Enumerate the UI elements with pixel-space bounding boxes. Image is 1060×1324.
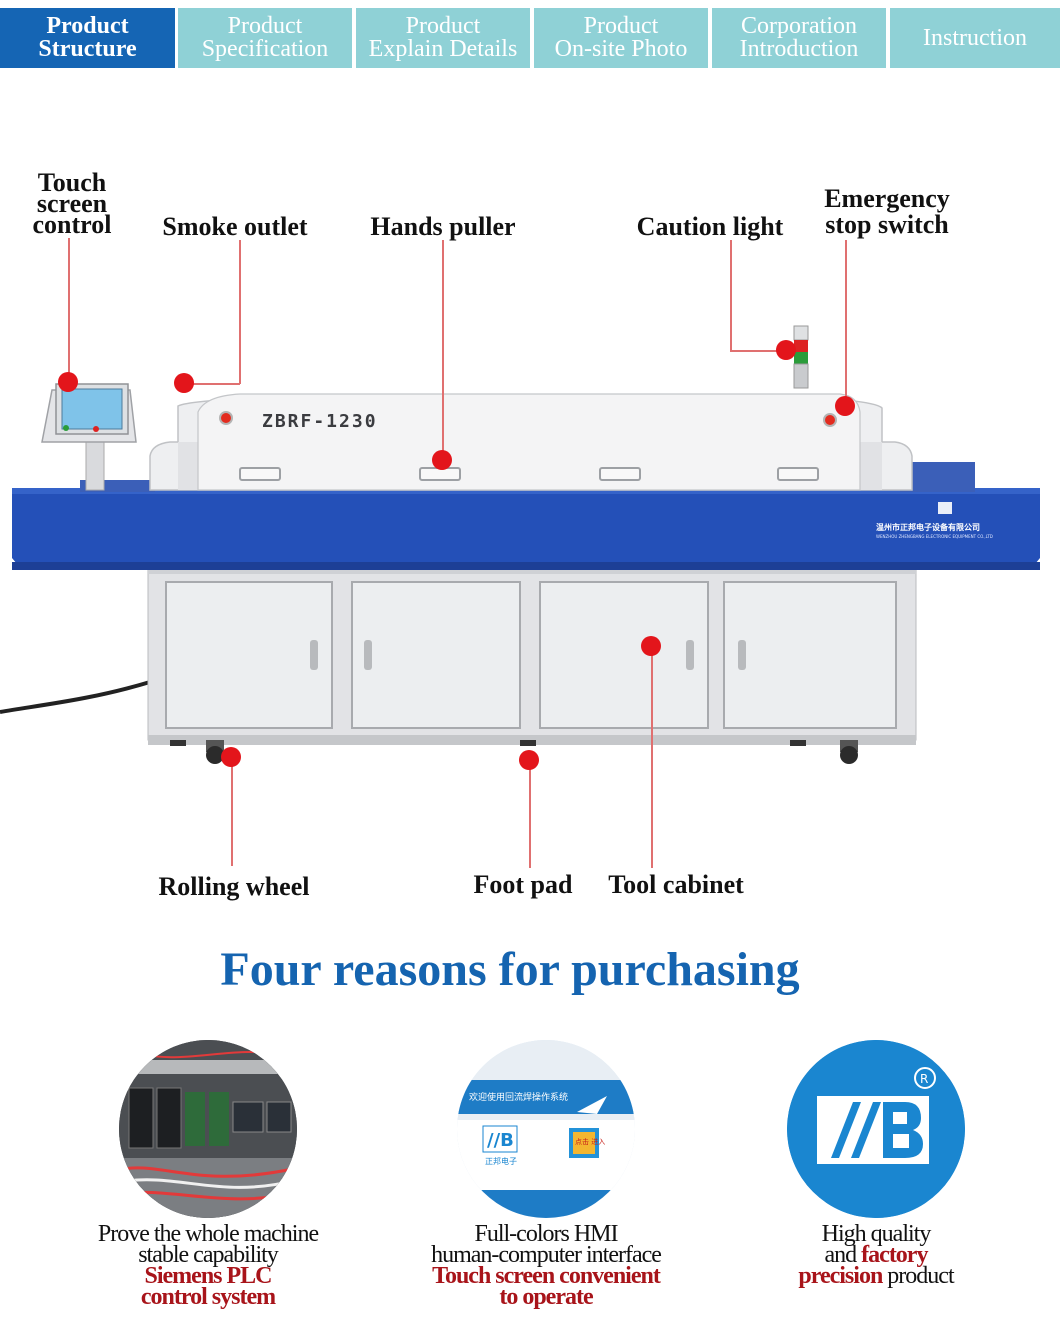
callout-smoke-outlet: Smoke outlet: [162, 212, 308, 241]
tab-bar: Product Structure Product Specification …: [0, 8, 1060, 68]
model-label: ZBRF-1230: [262, 411, 378, 432]
company-badge: 温州市正邦电子设备有限公司 WENZHOU ZHENGBANG ELECTRON…: [876, 502, 993, 539]
touch-screen-console: [41, 383, 137, 491]
svg-text:R: R: [920, 1072, 928, 1086]
callout-touch-screen-control: Touch screen control: [32, 168, 112, 239]
callout-tool-cabinet: Tool cabinet: [608, 870, 744, 899]
reason-quality-caption: High quality and factory precision produ…: [798, 1221, 954, 1289]
hmi-banner: 欢迎使用回流焊操作系统: [469, 1091, 568, 1103]
reason-plc-caption: Prove the whole machine stable capabilit…: [97, 1221, 319, 1310]
tab-product-structure[interactable]: Product Structure: [0, 8, 175, 68]
hmi-screen-photo: 欢迎使用回流焊操作系统 //B 正邦电子 点击 进入: [457, 1040, 635, 1218]
tab-instruction[interactable]: Instruction: [890, 8, 1060, 68]
product-structure-diagram: ZBRF-1230 温州市正邦电子设备有限公司 WENZHOU ZHENGBAN…: [0, 70, 1060, 930]
company-name-cn: 温州市正邦电子设备有限公司: [876, 522, 980, 532]
oven-hood: [149, 393, 913, 491]
callout-foot-pad: Foot pad: [473, 870, 573, 899]
svg-text:正邦电子: 正邦电子: [485, 1156, 517, 1166]
callout-hands-puller: Hands puller: [370, 212, 516, 241]
svg-text://B: //B: [487, 1130, 514, 1151]
callout-rolling-wheel: Rolling wheel: [158, 872, 310, 901]
reason-hmi: 欢迎使用回流焊操作系统 //B 正邦电子 点击 进入 Full-colors H…: [376, 1040, 716, 1310]
hands-puller-marker: [432, 450, 452, 470]
section-heading-four-reasons: Four reasons for purchasing: [220, 943, 800, 996]
reason-quality: R High quality and factory precision pro…: [706, 1040, 1046, 1289]
conveyor-rail: [12, 490, 1040, 570]
callout-emergency-stop-switch: Emergency stop switch: [824, 184, 950, 239]
reason-hmi-caption: Full-colors HMI human-computer interface…: [431, 1221, 662, 1310]
cabinet-doors: [165, 581, 897, 729]
power-cable: [0, 680, 151, 714]
brand-logo: R: [787, 1040, 965, 1218]
tab-product-specification[interactable]: Product Specification: [178, 8, 352, 68]
tool-cabinet-marker: [641, 636, 661, 656]
plc-photo: [119, 1040, 297, 1218]
touch-screen-marker: [58, 372, 78, 392]
caution-light-marker: [776, 340, 796, 360]
company-name-en: WENZHOU ZHENGBANG ELECTRONIC EQUIPMENT C…: [876, 534, 993, 539]
svg-text:点击 进入: 点击 进入: [575, 1137, 605, 1146]
rolling-wheels: [206, 740, 858, 764]
callout-caution-light: Caution light: [636, 212, 784, 241]
rolling-wheel-marker: [221, 747, 241, 767]
smoke-outlet-marker: [174, 373, 194, 393]
caution-light-tower: [793, 325, 809, 389]
foot-pads: [170, 740, 806, 746]
tab-product-onsite-photo[interactable]: Product On-site Photo: [534, 8, 708, 68]
reason-plc: Prove the whole machine stable capabilit…: [38, 1040, 378, 1310]
reflow-oven-illustration: ZBRF-1230 温州市正邦电子设备有限公司 WENZHOU ZHENGBAN…: [0, 325, 1040, 764]
emergency-stop-marker: [835, 396, 855, 416]
tab-corporation-introduction[interactable]: Corporation Introduction: [712, 8, 886, 68]
tab-product-explain-details[interactable]: Product Explain Details: [356, 8, 530, 68]
foot-pad-marker: [519, 750, 539, 770]
